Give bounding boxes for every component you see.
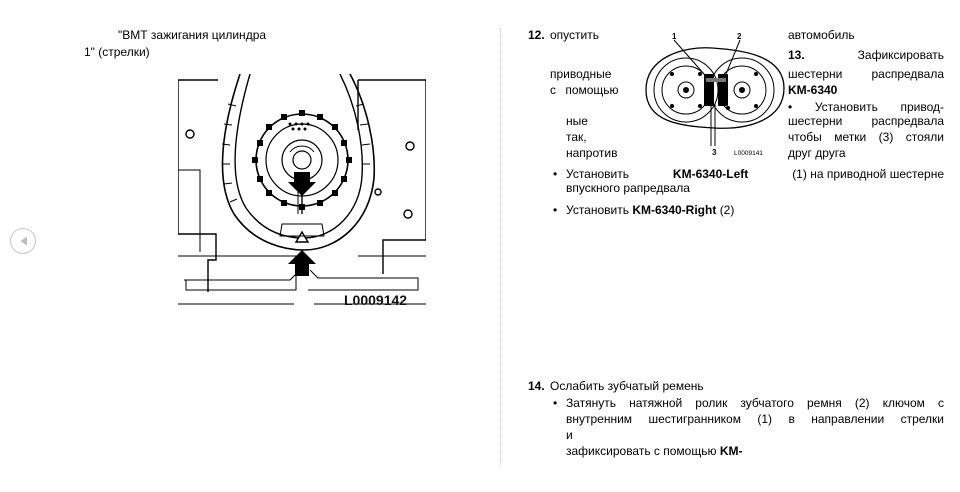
column-divider [500, 28, 501, 466]
step13-bullet-line: друг друга [788, 146, 846, 160]
figure2-callout: 3 [712, 148, 717, 157]
bullet2-text: Установить [566, 203, 629, 217]
figure1-caption-line1: "ВМТ зажигания цилиндра [118, 28, 267, 42]
step12-fragment: ные [566, 114, 588, 128]
step12-title: опустить [550, 28, 599, 42]
step13-line2: шестерни распредвала [788, 67, 944, 81]
bullet1-line1: Установить KM-6340-Left (1) на приводной… [566, 167, 944, 181]
figure1-label: L0009142 [344, 292, 408, 308]
step13-number: 13. [788, 48, 805, 62]
step12-title-right: автомобиль [788, 28, 855, 42]
step14-line: Затянуть натяжной ролик зубчатого ремня … [566, 396, 944, 410]
step12-fragment: приводные [550, 67, 612, 81]
bullet1-text: (1) на приводной шестерне [792, 167, 944, 181]
bullet2-text: (2) [719, 203, 735, 217]
bullet1-text: Установить [566, 167, 629, 181]
step12-fragment: так, [566, 130, 587, 144]
bullet2-tool: KM-6340-Right [632, 203, 717, 217]
tdc-sprocket-figure [178, 74, 426, 305]
step13-heading: 13. Зафиксировать [788, 48, 944, 62]
step14-title: Ослабить зубчатый ремень [550, 379, 704, 393]
bullet2-line: Установить KM-6340-Right (2) [566, 203, 734, 217]
step13-tool: KM-6340 [788, 83, 838, 97]
bullet-dot: • [553, 203, 558, 217]
previous-page-button[interactable] [10, 228, 36, 254]
step12-number: 12. [528, 28, 545, 42]
step12-fragment: напротив [566, 146, 618, 160]
figure2-label: L0009141 [734, 150, 763, 157]
figure1-caption-line2: 1" (стрелки) [84, 45, 150, 59]
bullet1-tool: KM-6340-Left [672, 167, 749, 181]
figure2-callout: 1 [672, 32, 677, 41]
step14-tool: KM- [719, 444, 743, 458]
step14-line: и [566, 428, 573, 442]
chevron-left-icon [20, 236, 27, 246]
tdc-arrow-down [288, 172, 316, 196]
step14-text: зафиксировать с помощью [566, 444, 717, 458]
step13-bullet-line: чтобы метки (3) стояли [788, 130, 944, 144]
step13-bullet-line: шестерни распредвала [788, 114, 944, 128]
bullet1-line2: впускного рапредвала [566, 181, 690, 195]
step14-line4: зафиксировать с помощью KM- [566, 444, 743, 458]
camshaft-tool-figure [645, 39, 785, 146]
tdc-arrow-up [288, 250, 316, 276]
step14-number: 14. [528, 379, 545, 393]
step12-fragment: с помощью [550, 83, 619, 97]
figure2-callout: 2 [737, 32, 742, 41]
step13-bullet-line: • Установить привод- [788, 100, 944, 114]
bullet-dot: • [553, 396, 558, 410]
bullet-dot: • [553, 167, 558, 181]
step13-first: Зафиксировать [857, 48, 944, 62]
step14-line: внутренним шестигранником (1) в направле… [566, 412, 944, 426]
